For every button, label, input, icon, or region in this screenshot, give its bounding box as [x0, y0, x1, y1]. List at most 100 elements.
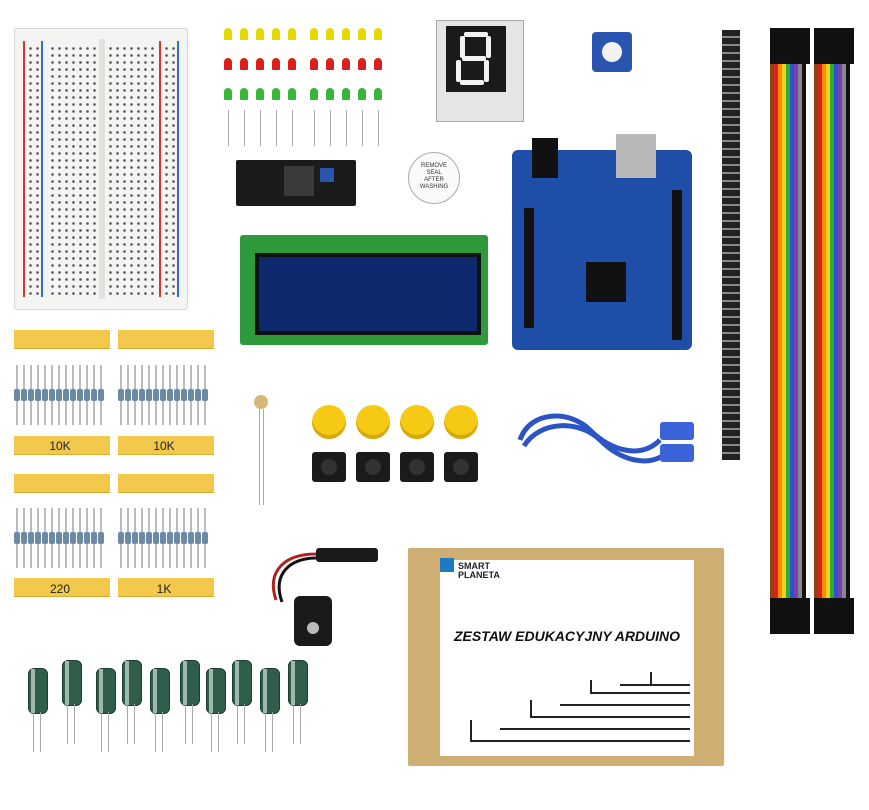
resistor [84, 365, 90, 425]
jumper-wire [850, 40, 854, 600]
dc-jack [532, 138, 558, 178]
capacitor [288, 660, 308, 706]
led [326, 88, 334, 100]
resistor-tape [118, 474, 214, 493]
resistor [118, 365, 124, 425]
breadboard-red-rail [159, 41, 161, 297]
resistor [202, 365, 208, 425]
breadboard-gap [99, 39, 105, 299]
resistor [118, 508, 124, 568]
i2c-chip [284, 166, 314, 196]
led [256, 28, 264, 40]
segment-a [464, 32, 488, 37]
resistor [98, 365, 104, 425]
resistor [153, 365, 159, 425]
resistor-tape [14, 474, 110, 493]
breadboard [14, 28, 188, 310]
capacitor-leg [300, 704, 301, 744]
resistor [70, 365, 76, 425]
photoresistor [252, 395, 272, 505]
button-cap [444, 405, 478, 439]
led [224, 88, 232, 100]
led-leg [362, 110, 363, 146]
header-left [524, 208, 534, 328]
resistor [42, 508, 48, 568]
resistor [125, 508, 131, 568]
capacitor [180, 660, 200, 706]
led [288, 58, 296, 70]
push-button [444, 452, 478, 482]
resistor [195, 365, 201, 425]
capacitor [122, 660, 142, 706]
resistor [56, 365, 62, 425]
led [326, 28, 334, 40]
resistor [84, 508, 90, 568]
resistor-tape [118, 330, 214, 349]
jumper-connector [814, 28, 854, 64]
circuit-trace [470, 720, 472, 740]
capacitor-leg [185, 704, 186, 744]
led-leg [378, 110, 379, 146]
resistor [49, 365, 55, 425]
photoresistor-leg [259, 409, 260, 505]
buzzer: REMOVE SEAL AFTER WASHING [408, 152, 460, 204]
capacitor-leg [127, 704, 128, 744]
resistor [202, 508, 208, 568]
circuit-trace [590, 680, 592, 692]
resistor [98, 508, 104, 568]
led [374, 28, 382, 40]
resistor [153, 508, 159, 568]
brand-line2: PLANETA [458, 570, 500, 580]
circuit-trace [620, 684, 690, 686]
jumper-wire [790, 40, 794, 600]
segment-d [460, 80, 484, 85]
breadboard-holes [49, 45, 97, 295]
push-button [356, 452, 390, 482]
jumper-wire [798, 40, 802, 600]
potentiometer-knob [602, 42, 622, 62]
breadboard-blue-rail [177, 41, 179, 297]
led [342, 88, 350, 100]
photoresistor-head [254, 395, 268, 409]
resistor [167, 508, 173, 568]
led [374, 58, 382, 70]
led [288, 88, 296, 100]
capacitor [260, 668, 280, 714]
capacitor [150, 668, 170, 714]
i2c-module [236, 160, 356, 206]
resistor [21, 508, 27, 568]
resistor [21, 365, 27, 425]
resistor [132, 365, 138, 425]
capacitor-leg [108, 712, 109, 752]
battery-clip [271, 548, 378, 646]
push-button [312, 452, 346, 482]
header-right [672, 190, 682, 340]
circuit-trace [500, 728, 690, 730]
circuit-trace [530, 716, 690, 718]
breadboard-holes [107, 45, 155, 295]
resistor-tape [14, 436, 110, 455]
jumper-wire [826, 40, 830, 600]
capacitor-leg [101, 712, 102, 752]
led [288, 28, 296, 40]
capacitor-leg [134, 704, 135, 744]
resistor [181, 365, 187, 425]
jumper-wire [794, 40, 798, 600]
resistor [146, 365, 152, 425]
brand-logo-icon [440, 558, 454, 572]
led [342, 28, 350, 40]
capacitor [28, 668, 48, 714]
arduino-board [512, 134, 692, 350]
kit-box-label [440, 560, 694, 756]
circuit-trace [530, 700, 532, 716]
led [272, 58, 280, 70]
button-cap [356, 405, 390, 439]
capacitor-leg [237, 704, 238, 744]
capacitor [206, 668, 226, 714]
resistor [181, 508, 187, 568]
led-leg [346, 110, 347, 146]
led-leg [276, 110, 277, 146]
brand-line1: SMART [458, 561, 490, 571]
jumper-wire [818, 40, 822, 600]
capacitor-leg [272, 712, 273, 752]
